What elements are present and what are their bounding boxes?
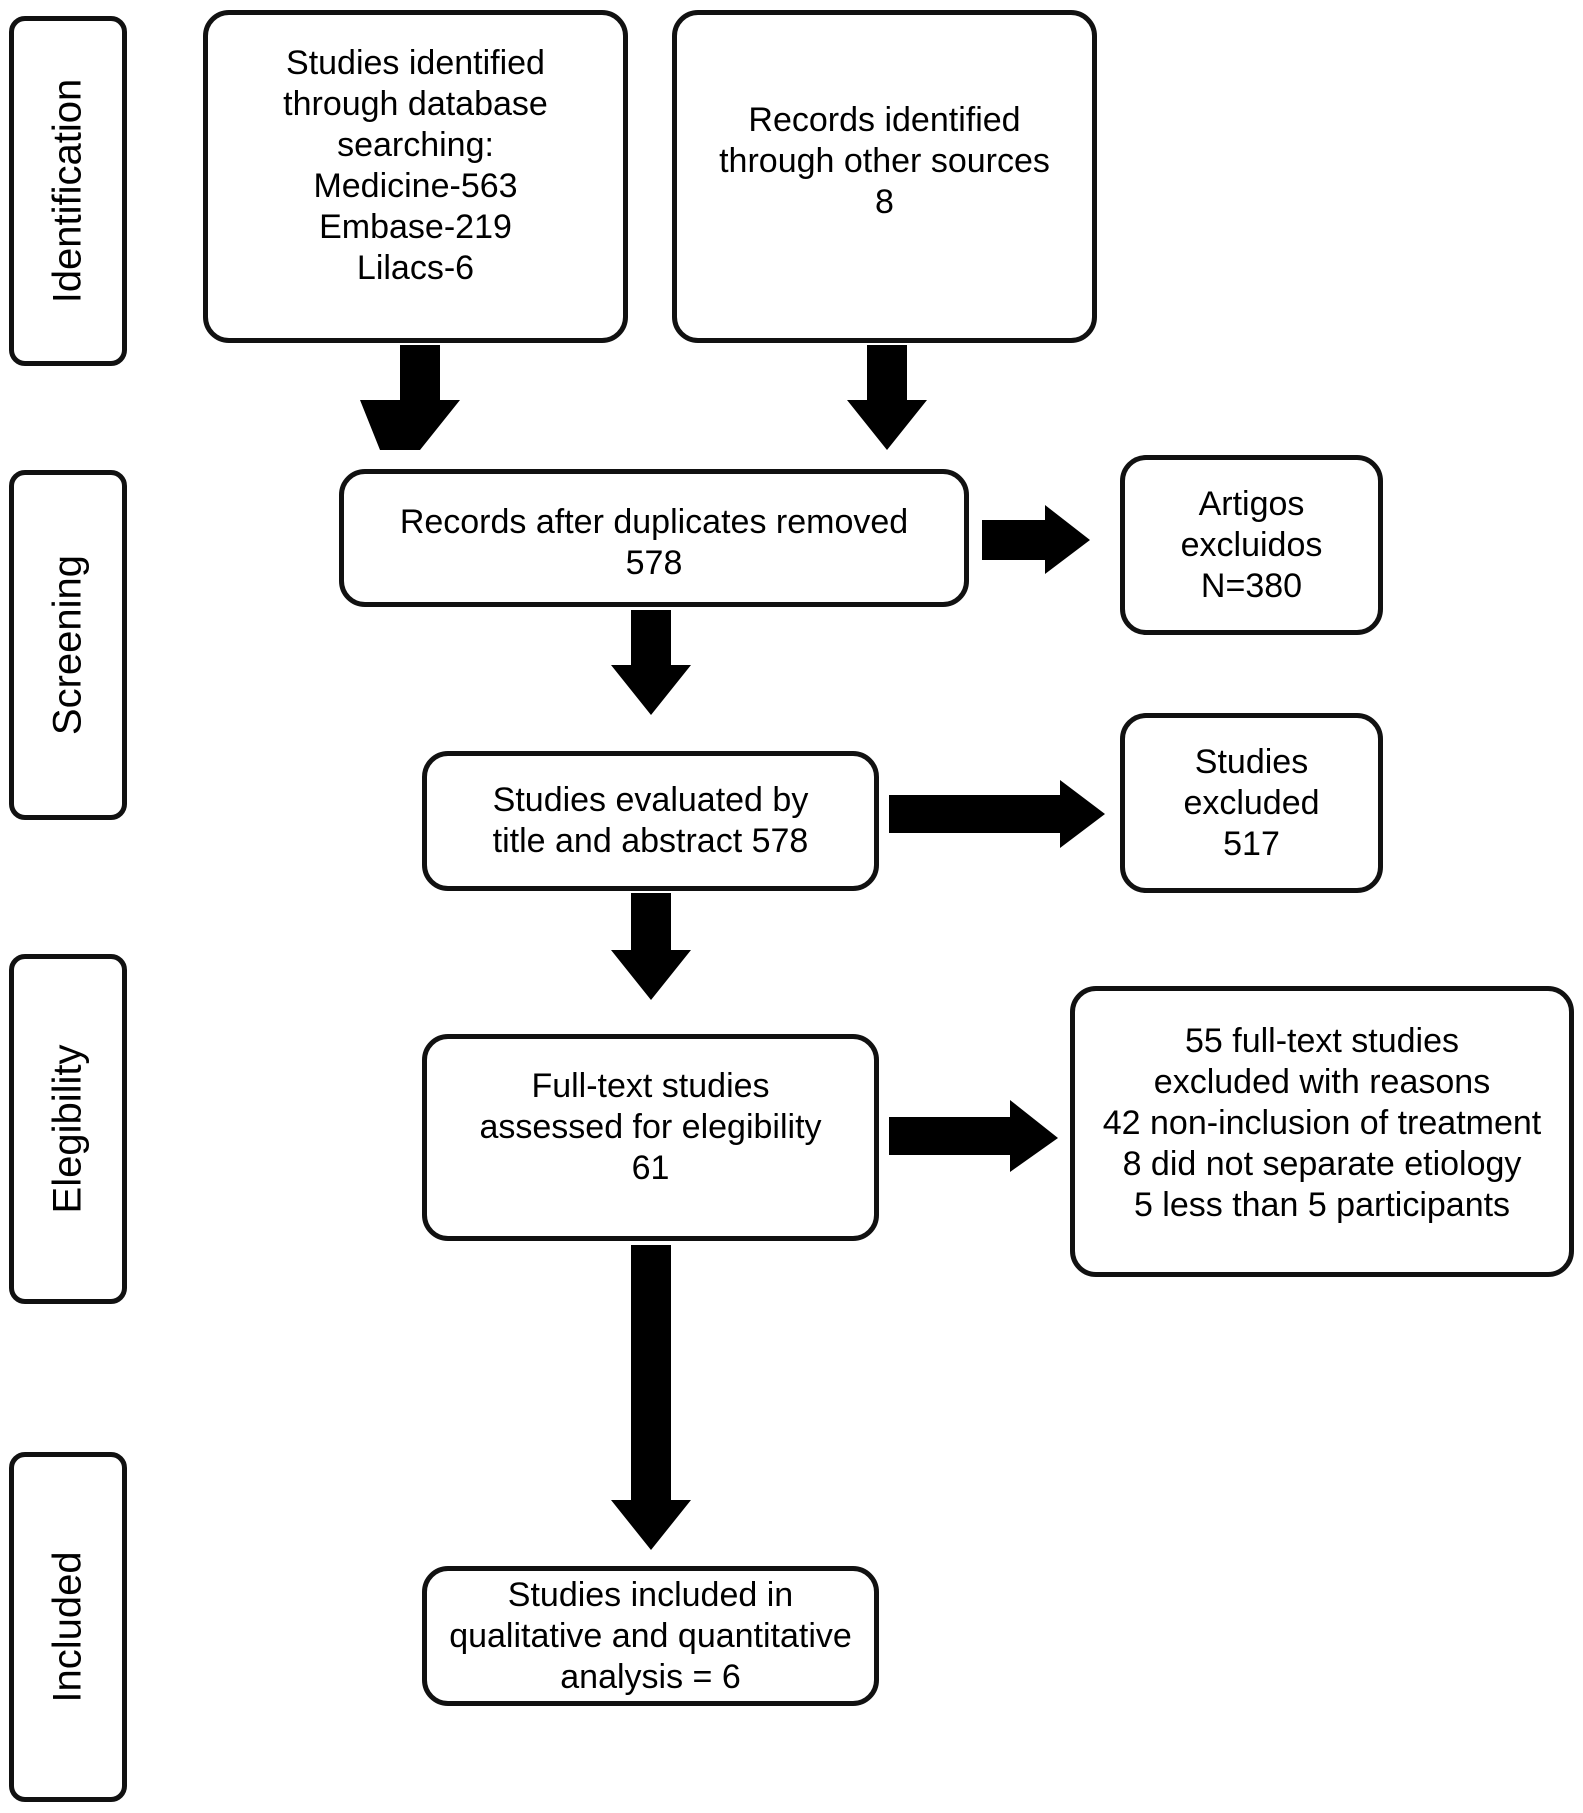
database-search-line-3: searching: bbox=[337, 126, 494, 164]
box-full-text: Full-text studies assessed for elegibili… bbox=[422, 1034, 879, 1241]
artigos-excluidos-line-3: N=380 bbox=[1200, 566, 1303, 605]
full-text-excluded-line-2: excluded with reasons bbox=[1153, 1063, 1491, 1101]
box-title-abstract: Studies evaluated by title and abstract … bbox=[422, 751, 879, 891]
after-duplicates-line-2: 578 bbox=[625, 544, 683, 582]
database-search-line-1: Studies identified bbox=[286, 44, 545, 82]
arrow-down-included bbox=[611, 1245, 691, 1550]
studies-excluded-line-2: excluded bbox=[1183, 783, 1320, 822]
box-studies-excluded: Studies excluded 517 bbox=[1120, 713, 1383, 893]
full-text-excluded-line-3: 42 non-inclusion of treatment bbox=[1102, 1104, 1542, 1142]
database-search-line-5: Embase-219 bbox=[319, 208, 512, 246]
stage-identification: Identification bbox=[9, 16, 127, 366]
arrow-right-fulltext bbox=[889, 1100, 1058, 1172]
box-full-text-excluded: 55 full-text studies excluded with reaso… bbox=[1070, 986, 1574, 1277]
arrow-down-database bbox=[360, 345, 460, 450]
arrow-down-other bbox=[847, 345, 927, 450]
included-line-2: qualitative and quantitative bbox=[449, 1616, 852, 1655]
other-sources-line-3: 8 bbox=[875, 183, 894, 221]
arrow-down-title bbox=[611, 893, 691, 1000]
arrow-right-title bbox=[889, 780, 1105, 848]
stage-screening: Screening bbox=[9, 470, 127, 820]
arrow-down-duplicates bbox=[611, 610, 691, 715]
full-text-excluded-line-4: 8 did not separate etiology bbox=[1122, 1145, 1522, 1183]
full-text-excluded-line-1: 55 full-text studies bbox=[1184, 1022, 1460, 1060]
box-other-sources: Records identified through other sources… bbox=[672, 10, 1097, 343]
stage-included: Included bbox=[9, 1452, 127, 1802]
database-search-line-2: through database bbox=[283, 85, 548, 123]
box-database-search: Studies identified through database sear… bbox=[203, 10, 628, 343]
stage-elegibility: Elegibility bbox=[9, 954, 127, 1304]
other-sources-line-2: through other sources bbox=[719, 142, 1050, 180]
box-artigos-excluidos: Artigos excluidos N=380 bbox=[1120, 455, 1383, 635]
title-abstract-line-2: title and abstract 578 bbox=[492, 822, 809, 860]
title-abstract-line-1: Studies evaluated by bbox=[492, 781, 809, 819]
artigos-excluidos-line-1: Artigos bbox=[1198, 484, 1305, 523]
database-search-line-4: Medicine-563 bbox=[313, 167, 518, 205]
after-duplicates-line-1: Records after duplicates removed bbox=[399, 503, 909, 541]
studies-excluded-line-3: 517 bbox=[1223, 824, 1280, 863]
included-line-1: Studies included in bbox=[507, 1575, 794, 1614]
full-text-line-1: Full-text studies bbox=[531, 1067, 770, 1105]
full-text-line-2: assessed for elegibility bbox=[479, 1108, 822, 1146]
studies-excluded-line-1: Studies bbox=[1194, 742, 1309, 781]
box-included: Studies included in qualitative and quan… bbox=[422, 1566, 879, 1706]
full-text-line-3: 61 bbox=[631, 1149, 670, 1187]
database-search-line-6: Lilacs-6 bbox=[356, 249, 475, 287]
artigos-excluidos-line-2: excluidos bbox=[1180, 525, 1323, 564]
included-line-3: analysis = 6 bbox=[560, 1657, 741, 1696]
full-text-excluded-line-5: 5 less than 5 participants bbox=[1133, 1186, 1511, 1224]
box-after-duplicates: Records after duplicates removed 578 bbox=[339, 469, 969, 607]
other-sources-line-1: Records identified bbox=[748, 101, 1021, 139]
arrow-right-duplicates bbox=[982, 505, 1090, 574]
